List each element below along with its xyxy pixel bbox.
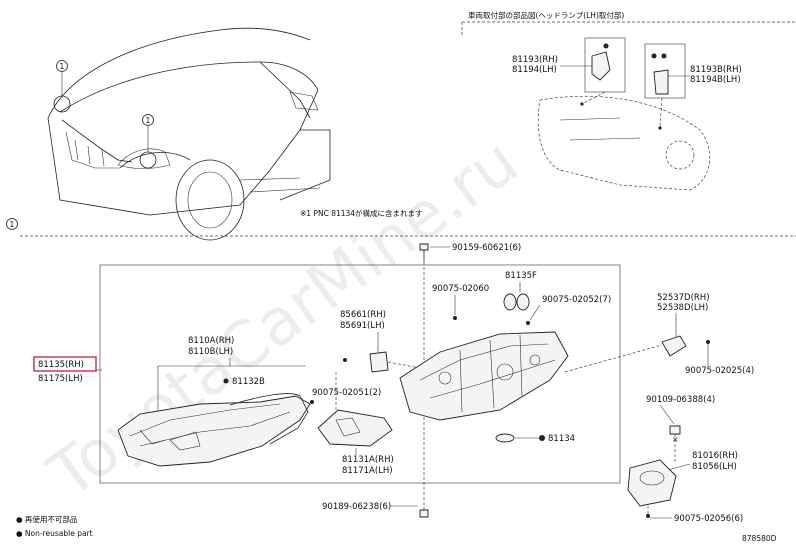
part-81135-highlight: 81135(RH) 81175(LH) [34, 357, 102, 384]
svg-text:81016(RH): 81016(RH) [692, 451, 738, 461]
svg-text:81056(LH): 81056(LH) [692, 462, 737, 472]
part-81135f: 81135F [504, 271, 537, 310]
legend: ● 再使用不可部品 ● Non-reusable part [16, 514, 93, 538]
svg-text:81135F: 81135F [505, 271, 537, 281]
svg-text:×: × [672, 435, 678, 444]
svg-text:81175(LH): 81175(LH) [38, 374, 83, 384]
svg-text:85661(RH): 85661(RH) [340, 310, 386, 320]
svg-text:81193(RH): 81193(RH) [512, 55, 558, 65]
svg-text:81132B: 81132B [232, 377, 265, 387]
svg-text:81194(LH): 81194(LH) [512, 65, 557, 75]
svg-text:90159-60621(6): 90159-60621(6) [452, 243, 521, 253]
svg-text:1: 1 [10, 220, 15, 229]
svg-text:1: 1 [146, 116, 151, 125]
svg-text:90109-06388(4): 90109-06388(4) [646, 395, 715, 405]
svg-text:52538D(LH): 52538D(LH) [657, 303, 708, 313]
part-85661: 85661(RH) 85691(LH) [340, 310, 420, 372]
watermark: ToyotaCarMine.ru [35, 124, 532, 513]
svg-text:81131A(RH): 81131A(RH) [342, 455, 394, 465]
svg-text:81135(RH): 81135(RH) [38, 360, 84, 370]
svg-text:90075-02060: 90075-02060 [432, 284, 489, 294]
inset-title: 車両取付部の部品図(ヘッドランプ(LH)取付部) [468, 10, 624, 20]
car-front-illustration: 1 1 [48, 28, 330, 240]
part-81131a-bracket: 81131A(RH) 81171A(LH) [318, 410, 394, 476]
svg-text:81171A(LH): 81171A(LH) [342, 466, 393, 476]
headlamp-housing [400, 332, 568, 420]
svg-text:90075-02025(4): 90075-02025(4) [685, 366, 754, 376]
svg-text:81193B(RH): 81193B(RH) [690, 65, 742, 75]
svg-text:8110A(RH): 8110A(RH) [188, 336, 234, 346]
figure-code: 878580D [742, 534, 777, 543]
svg-text:90075-02051(2): 90075-02051(2) [312, 388, 381, 398]
svg-text:52537D(RH): 52537D(RH) [657, 293, 710, 303]
svg-text:90189-06238(6): 90189-06238(6) [322, 502, 391, 512]
svg-text:● Non-reusable part: ● Non-reusable part [16, 529, 93, 538]
svg-text:81194B(LH): 81194B(LH) [690, 75, 741, 85]
part-52537d: 52537D(RH) 52538D(LH) 90075-02025(4) [565, 293, 754, 376]
part-81134: 81134 [496, 434, 575, 444]
svg-text:1: 1 [60, 62, 65, 71]
note-text: ※1 PNC 81134が構成に含まれます [300, 208, 423, 218]
svg-text:85691(LH): 85691(LH) [340, 321, 385, 331]
svg-text:90075-02056(6): 90075-02056(6) [674, 514, 743, 524]
svg-text:90075-02052(7): 90075-02052(7) [542, 295, 611, 305]
svg-text:8110B(LH): 8110B(LH) [188, 347, 233, 357]
svg-text:● 再使用不可部品: ● 再使用不可部品 [16, 514, 77, 524]
callout-circle-right-headlamp [140, 152, 156, 168]
screw-90189: 90189-06238(6) [322, 502, 428, 517]
part-81016: 81016(RH) 81056(LH) 90075-02056(6) [628, 451, 743, 524]
svg-text:81134: 81134 [548, 434, 575, 444]
